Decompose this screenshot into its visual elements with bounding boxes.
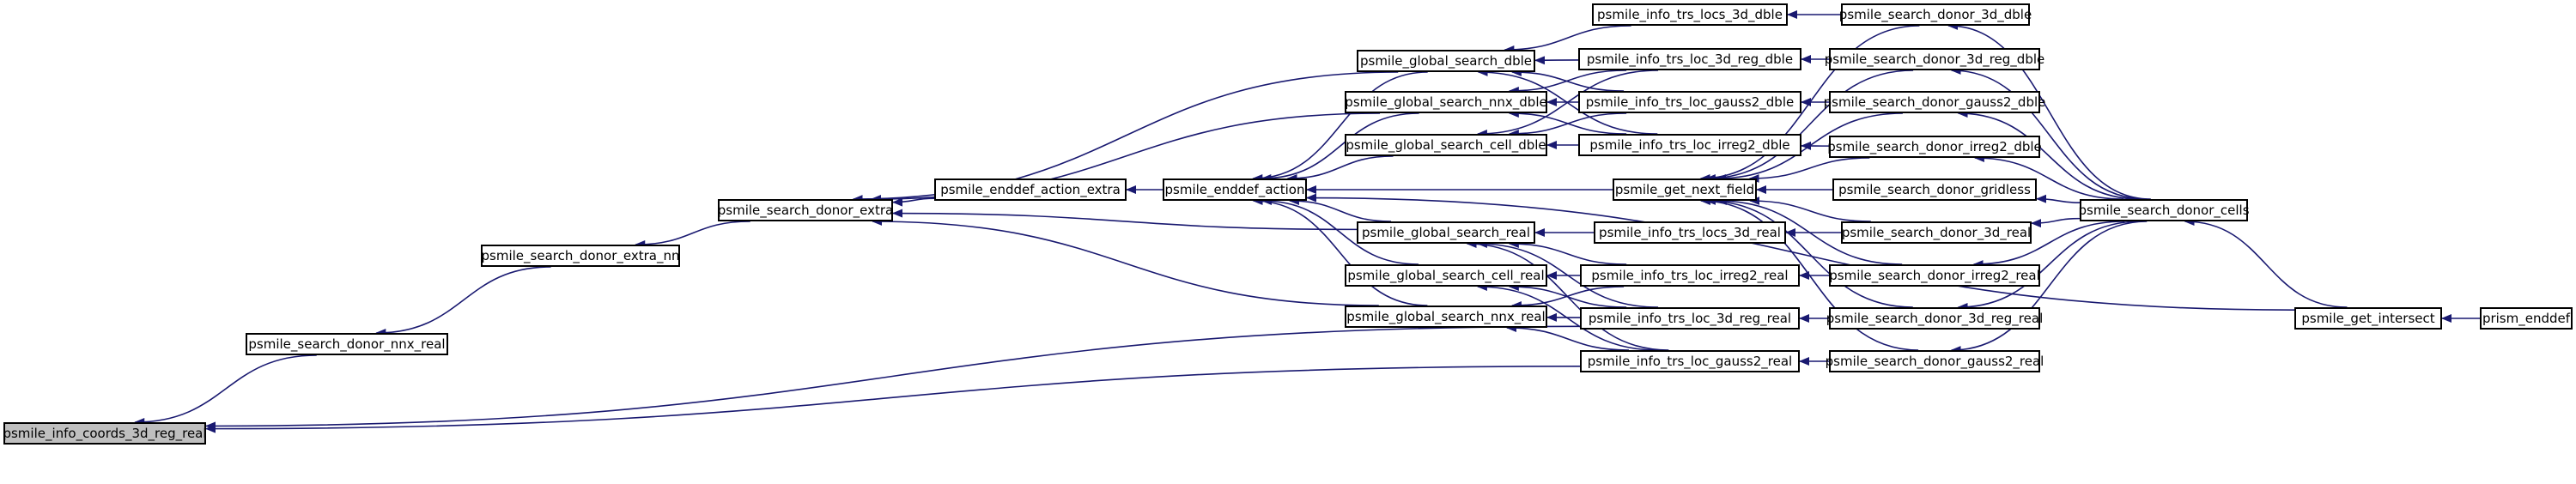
call-edge-trs_irreg2_real-to-gs_real: [1508, 239, 1627, 265]
node-psmile-search-donor-gauss2-dble[interactable]: psmile_search_donor_gauss2_dble: [1824, 91, 2045, 113]
node-psmile-enddef-action-extra[interactable]: psmile_enddef_action_extra: [934, 178, 1127, 201]
node-psmile-enddef-action[interactable]: psmile_enddef_action: [1163, 178, 1307, 201]
node-prism-enddef[interactable]: prism_enddef: [2480, 307, 2573, 330]
call-edge-trs_locs3d_dble-to-gs_dble: [1504, 25, 1631, 54]
node-psmile-info-trs-loc-3d-reg-real[interactable]: psmile_info_trs_loc_3d_reg_real: [1580, 307, 1800, 330]
node-psmile-search-donor-3d-reg-real[interactable]: psmile_search_donor_3d_reg_real: [1826, 307, 2043, 330]
node-psmile-search-donor-3d-dble[interactable]: psmile_search_donor_3d_dble: [1839, 3, 2032, 26]
node-psmile-global-search-cell-real[interactable]: psmile_global_search_cell_real: [1345, 264, 1547, 287]
call-edge-gs_dble-to-enddef_action: [1252, 71, 1428, 183]
call-edge-trs_gauss2_dble-to-gs_dble: [1510, 68, 1625, 92]
call-edge-sd_cells-to-sd_3d_dble: [1947, 21, 2151, 200]
node-psmile-search-donor-nnx-real[interactable]: psmile_search_donor_nnx_real: [246, 333, 448, 355]
node-psmile-global-search-dble[interactable]: psmile_global_search_dble: [1357, 50, 1535, 72]
node-psmile-info-trs-loc-gauss2-real[interactable]: psmile_info_trs_loc_gauss2_real: [1580, 350, 1800, 372]
call-edge-sd_cells-to-sd_3dreg_real: [1957, 221, 2141, 312]
call-edge-sd_cells-to-sd_gauss2_real: [1950, 221, 2148, 354]
call-edge-gs_real-to-extra: [892, 209, 1358, 231]
call-edge-trs_gauss2_dble-to-gs_cell_dble: [1508, 112, 1627, 138]
call-edge-sd_cells-to-sd_3d_real: [2031, 217, 2081, 228]
node-psmile-search-donor-3d-reg-dble[interactable]: psmile_search_donor_3d_reg_dble: [1825, 48, 2044, 70]
node-psmile-info-coords-3d-reg-real[interactable]: psmile_info_coords_3d_reg_real: [3, 422, 207, 445]
call-edge-gs_nnx_real-to-extra: [872, 217, 1379, 306]
call-edge-trs_loc3dreg_real-to-gs_cell_real: [1508, 282, 1627, 308]
call-edge-trs_gauss2_real-to-gs_nnx_real: [1506, 324, 1630, 351]
node-psmile-info-trs-loc-3d-reg-dble[interactable]: psmile_info_trs_loc_3d_reg_dble: [1578, 48, 1801, 70]
call-edge-extra_nn-to-nnx_real: [375, 266, 551, 337]
node-psmile-info-trs-loc-irreg2-real[interactable]: psmile_info_trs_loc_irreg2_real: [1580, 264, 1800, 287]
call-edge-trs_gauss2_real-to-gs_cell_real: [1476, 282, 1659, 351]
node-psmile-search-donor-irreg2-dble[interactable]: psmile_search_donor_irreg2_dble: [1827, 136, 2042, 158]
call-edge-sd_cells-to-sd_gridless: [2036, 194, 2081, 203]
node-psmile-search-donor-irreg2-real[interactable]: psmile_search_donor_irreg2_real: [1829, 264, 2040, 287]
node-psmile-search-donor-gauss2-real[interactable]: psmile_search_donor_gauss2_real: [1826, 350, 2044, 372]
call-edge-gs_cell_dble-to-enddef_action: [1286, 155, 1394, 183]
call-edge-sd_gauss2_real-to-get_next: [1699, 197, 1919, 351]
node-psmile-search-donor-extra-nn[interactable]: psmile_search_donor_extra_nn: [481, 245, 680, 267]
node-psmile-global-search-cell-dble[interactable]: psmile_global_search_cell_dble: [1345, 134, 1547, 156]
call-edge-trs_gauss2_real-to-coords3d: [205, 366, 1581, 433]
call-edge-sd_3d_real-to-get_next: [1749, 197, 1871, 222]
call-edge-sd_3dreg_dble-to-get_next: [1704, 70, 1914, 183]
call-edge-get_intersect-to-sd_cells: [2184, 217, 2348, 308]
call-edge-trs_loc3dreg_dble-to-gs_cell_dble: [1476, 70, 1659, 138]
node-psmile-global-search-nnx-dble[interactable]: psmile_global_search_nnx_dble: [1345, 91, 1547, 113]
call-edge-trs_loc3dreg_real-to-coords3d: [205, 325, 1581, 431]
node-psmile-search-donor-cells[interactable]: psmile_search_donor_cells: [2079, 199, 2250, 221]
call-edge-sd_cells-to-sd_gauss2_dble: [1957, 109, 2141, 200]
call-edge-trs_irreg2_real-to-gs_nnx_real: [1510, 286, 1625, 310]
call-edge-nnx_real-to-coords3d: [134, 354, 317, 427]
node-psmile-get-next-field[interactable]: psmile_get_next_field: [1613, 178, 1757, 201]
call-edge-gs_nnx_real-to-enddef_action: [1252, 197, 1428, 306]
call-edge-sd_cells-to-sd_3dreg_dble: [1950, 66, 2148, 200]
call-edge-enddef_extra-to-extra: [892, 197, 935, 207]
call-edge-trs_loc3dreg_dble-to-gs_nnx_dble: [1508, 70, 1627, 95]
node-psmile-global-search-nnx-real[interactable]: psmile_global_search_nnx_real: [1345, 306, 1547, 328]
call-edge-sd_3d_dble-to-get_next: [1699, 25, 1920, 183]
call-edge-trs_irreg2_dble-to-gs_dble: [1477, 68, 1658, 135]
call-edge-get_intersect-to-enddef_action: [1306, 193, 2295, 312]
call-edge-sd_gauss2_dble-to-get_next: [1716, 112, 1903, 183]
call-edge-extra-to-extra_nn: [635, 221, 750, 249]
node-psmile-search-donor-extra[interactable]: psmile_search_donor_extra: [718, 199, 893, 221]
node-psmile-info-trs-loc-gauss2-dble[interactable]: psmile_info_trs_loc_gauss2_dble: [1578, 91, 1801, 113]
node-psmile-info-trs-loc-irreg2-dble[interactable]: psmile_info_trs_loc_irreg2_dble: [1578, 134, 1801, 156]
call-edge-gs_real-to-enddef_action: [1288, 197, 1392, 222]
call-edge-sd_3dreg_real-to-get_next: [1705, 197, 1913, 308]
call-edge-sd_irreg2_real-to-get_next: [1716, 197, 1903, 265]
call-edge-sd_cells-to-sd_irreg2_dble: [1973, 154, 2124, 200]
node-psmile-get-intersect[interactable]: psmile_get_intersect: [2294, 307, 2442, 330]
node-psmile-search-donor-3d-real[interactable]: psmile_search_donor_3d_real: [1841, 221, 2032, 244]
call-edge-gs_cell_real-to-enddef_action: [1261, 197, 1419, 265]
node-psmile-global-search-real[interactable]: psmile_global_search_real: [1357, 221, 1535, 244]
call-edge-sd_cells-to-sd_irreg2_real: [1972, 221, 2125, 269]
call-edge-sd_irreg2_dble-to-get_next: [1748, 157, 1870, 183]
node-psmile-info-trs-locs-3d-real[interactable]: psmile_info_trs_locs_3d_real: [1594, 221, 1786, 244]
node-psmile-search-donor-gridless[interactable]: psmile_search_donor_gridless: [1832, 178, 2037, 201]
node-psmile-info-trs-locs-3d-dble[interactable]: psmile_info_trs_locs_3d_dble: [1592, 3, 1788, 26]
